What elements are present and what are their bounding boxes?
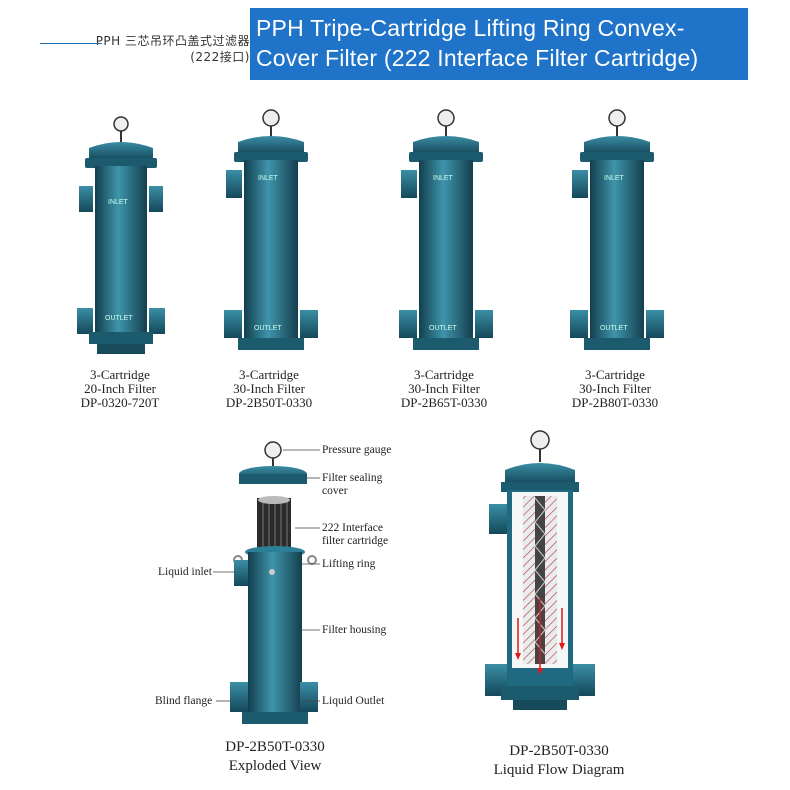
exploded-view-image bbox=[230, 441, 318, 724]
label-filter-cartridge: 222 Interface filter cartridge bbox=[322, 522, 389, 547]
flow-diagram-caption: DP-2B50T-0330 Liquid Flow Diagram bbox=[493, 743, 625, 778]
svg-text:INLET: INLET bbox=[433, 175, 454, 182]
product-model-1: DP-0320-720T bbox=[80, 395, 160, 410]
title-banner: PPH Tripe-Cartridge Lifting Ring Convex-… bbox=[250, 8, 748, 80]
label-liquid-inlet: Liquid inlet bbox=[158, 566, 212, 578]
chinese-title: PPH 三芯吊环凸盖式过滤器 (222接口) bbox=[40, 33, 250, 65]
product-model-3: DP-2B65T-0330 bbox=[400, 395, 488, 410]
svg-text:INLET: INLET bbox=[258, 175, 279, 182]
product-caption-4: 3-Cartridge 30-Inch Filter DP-2B80T-0330 bbox=[540, 368, 690, 410]
label-filter-housing: Filter housing bbox=[322, 624, 387, 636]
product-model-2: DP-2B50T-0330 bbox=[225, 395, 313, 410]
label-pressure-gauge: Pressure gauge bbox=[322, 444, 392, 456]
filter-2b50t-image: INLET OUTLET bbox=[224, 109, 318, 350]
title-line1: PPH Tripe-Cartridge Lifting Ring Convex- bbox=[256, 15, 685, 41]
inlet-marking: INLET bbox=[108, 199, 129, 206]
filter-2b65t-image: INLET OUTLET bbox=[399, 109, 493, 350]
filter-2b80t-image: INLET OUTLET bbox=[570, 109, 664, 350]
title-line2: Cover Filter (222 Interface Filter Cartr… bbox=[256, 45, 699, 71]
product-caption-2: 3-Cartridge 30-Inch Filter DP-2B50T-0330 bbox=[194, 368, 344, 410]
chinese-title-line2: (222接口) bbox=[190, 50, 250, 64]
label-sealing-cover: Filter sealing cover bbox=[322, 472, 383, 497]
flow-diagram-image bbox=[485, 430, 595, 710]
chinese-title-line1: PPH 三芯吊环凸盖式过滤器 bbox=[95, 34, 250, 48]
label-liquid-outlet: Liquid Outlet bbox=[322, 695, 385, 707]
product-caption-3: 3-Cartridge 30-Inch Filter DP-2B65T-0330 bbox=[369, 368, 519, 410]
product-model-4: DP-2B80T-0330 bbox=[571, 395, 659, 410]
title-rule bbox=[40, 43, 102, 44]
exploded-leader-lines bbox=[213, 449, 320, 702]
svg-text:OUTLET: OUTLET bbox=[429, 325, 457, 332]
filter-20-inch-image: INLET OUTLET bbox=[77, 116, 165, 354]
label-lifting-ring: Lifting ring bbox=[322, 558, 376, 570]
outlet-marking: OUTLET bbox=[105, 315, 133, 322]
svg-text:OUTLET: OUTLET bbox=[600, 325, 628, 332]
svg-text:OUTLET: OUTLET bbox=[254, 325, 282, 332]
product-caption-1: 3-Cartridge 20-Inch Filter DP-0320-720T bbox=[45, 368, 195, 410]
exploded-view-caption: DP-2B50T-0330 Exploded View bbox=[225, 739, 325, 774]
label-blind-flange: Blind flange bbox=[155, 695, 213, 707]
svg-text:INLET: INLET bbox=[604, 175, 625, 182]
